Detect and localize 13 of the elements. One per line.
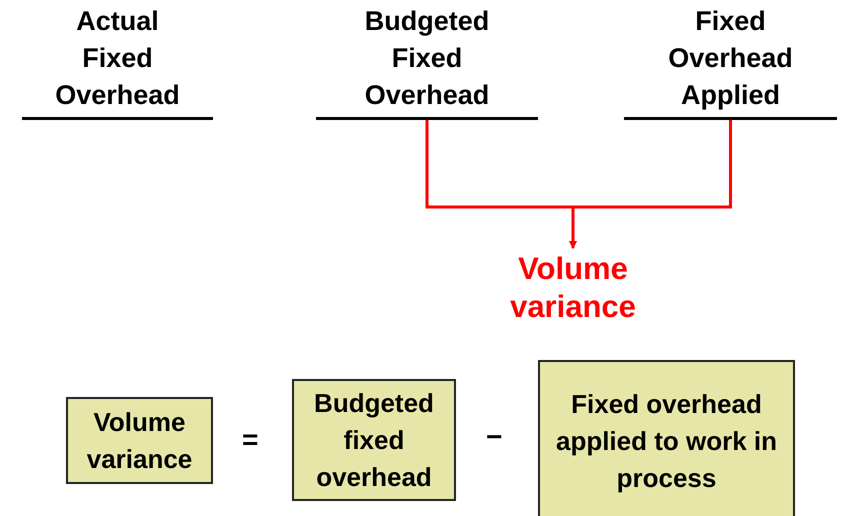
node-text: Volume variance [510, 251, 636, 324]
node-text: Budgeted Fixed Overhead [364, 5, 490, 112]
bracket-arrow [569, 120, 732, 249]
operator-sign: = [242, 424, 258, 456]
node-text: Fixed Overhead Applied [667, 5, 794, 112]
node-text: Fixed overhead applied to work in process [554, 388, 778, 494]
formula-box [66, 397, 213, 484]
operator-sign: − [486, 421, 502, 453]
node-text: Actual Fixed Overhead [54, 5, 181, 112]
formula-box [292, 379, 456, 501]
formula-box [538, 360, 795, 516]
node-text: Volume variance [86, 406, 194, 476]
node-text: Budgeted fixed overhead [313, 386, 435, 494]
